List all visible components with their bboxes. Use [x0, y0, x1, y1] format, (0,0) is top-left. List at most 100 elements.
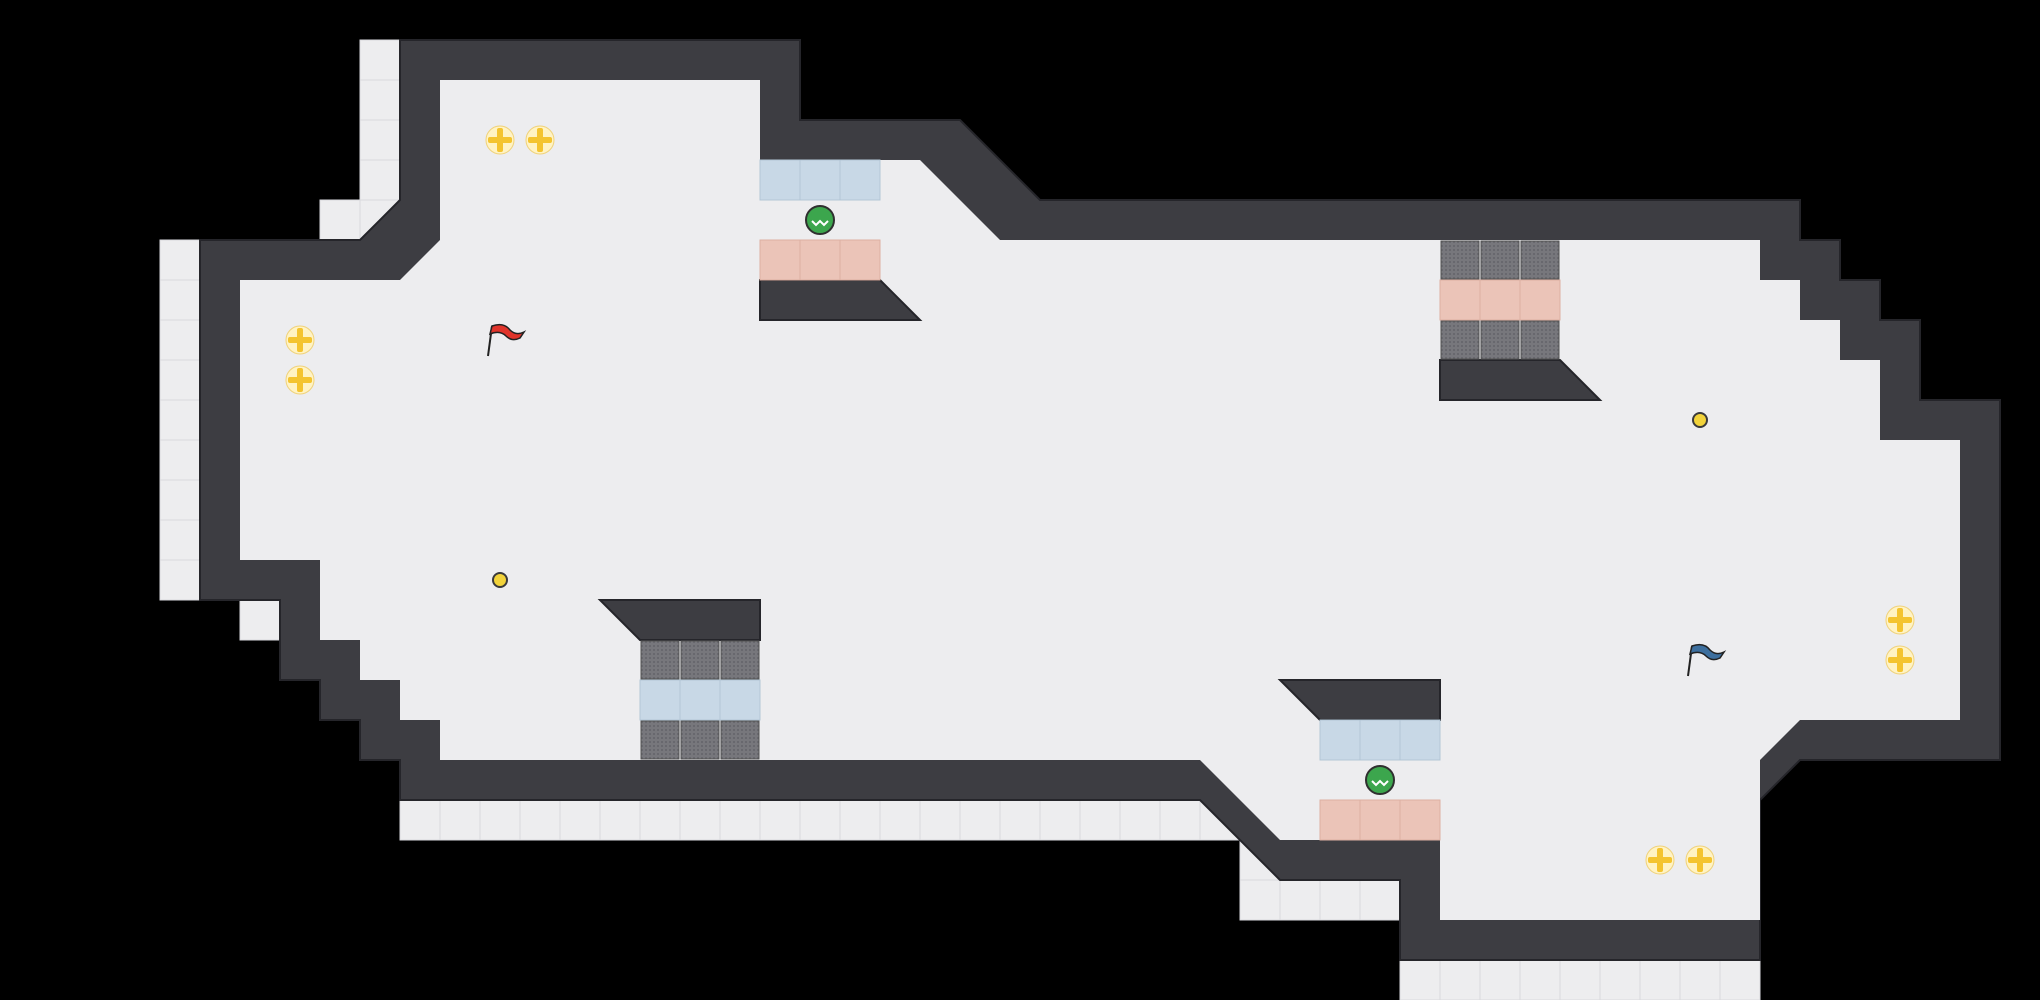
flag-cloth	[488, 323, 527, 341]
red-gate-tile	[1319, 799, 1361, 841]
floor-tile	[1719, 959, 1761, 1000]
red-gate-tile	[1479, 279, 1521, 321]
boost-icon	[1645, 845, 1675, 875]
floor-tile	[759, 799, 801, 841]
floor-tile	[239, 599, 281, 641]
floor-tile	[1159, 799, 1201, 841]
red-gate-tile	[839, 239, 881, 281]
floor-tile	[1479, 959, 1521, 1000]
floor-tile	[159, 519, 201, 561]
floor-tile	[359, 39, 401, 81]
spike-tile	[1440, 240, 1480, 280]
floor-tile	[839, 799, 881, 841]
boost-icon	[485, 125, 515, 155]
blue-flag-icon	[1687, 643, 1727, 677]
floor-tile	[359, 159, 401, 201]
boost-bar-v	[297, 368, 303, 392]
boost-icon	[525, 125, 555, 155]
powerup-dot-icon	[1692, 412, 1708, 428]
blue-gate-tile	[1359, 719, 1401, 761]
blue-gate-tile	[759, 159, 801, 201]
red-gate-tile	[799, 239, 841, 281]
floor-tile	[1359, 879, 1401, 921]
blue-gate-tile	[719, 679, 761, 721]
red-gate-tile	[1519, 279, 1561, 321]
boost-bar-v	[1897, 648, 1903, 672]
blue-gate-tile	[1319, 719, 1361, 761]
blue-gate-tile	[799, 159, 841, 201]
spike-tile	[1520, 240, 1560, 280]
floor-tile	[159, 439, 201, 481]
wall-block	[597, 599, 761, 641]
floor-tile	[1439, 959, 1481, 1000]
floor-tile	[319, 199, 361, 241]
floor-tile	[1279, 879, 1321, 921]
spike-tile	[640, 720, 680, 760]
boost-bar-v	[1697, 848, 1703, 872]
spike-tile	[680, 640, 720, 680]
floor-tile	[519, 799, 561, 841]
spike-tile	[1480, 320, 1520, 360]
floor-tile	[439, 799, 481, 841]
blue-gate-tile	[839, 159, 881, 201]
floor-tile	[159, 279, 201, 321]
tile-layer	[639, 159, 1561, 841]
bomb-zigzag	[811, 219, 829, 227]
wall-block	[1439, 359, 1603, 401]
floor-tile	[1519, 959, 1561, 1000]
floor-tile	[1079, 799, 1121, 841]
floor-tile	[1559, 959, 1601, 1000]
boost-icon	[1685, 845, 1715, 875]
floor-tile	[1599, 959, 1641, 1000]
floor-tile	[159, 359, 201, 401]
spike-tile	[720, 720, 760, 760]
flag-cloth	[1688, 643, 1727, 661]
floor-tile	[359, 119, 401, 161]
floor-tile	[1319, 879, 1361, 921]
floor-tile	[679, 799, 721, 841]
floor-tile	[159, 319, 201, 361]
boost-icon	[1885, 605, 1915, 635]
boost-icon	[1885, 645, 1915, 675]
floor-tile	[999, 799, 1041, 841]
floor-tile	[159, 239, 201, 281]
bomb-zigzag	[1371, 779, 1389, 787]
object-layer	[285, 125, 1915, 875]
floor-tile	[879, 799, 921, 841]
floor-tile	[1039, 799, 1081, 841]
floor-tile	[799, 799, 841, 841]
boost-bar-v	[1657, 848, 1663, 872]
spike-tile	[640, 640, 680, 680]
boost-bar-v	[497, 128, 503, 152]
floor-tile	[599, 799, 641, 841]
boost-bar-v	[1897, 608, 1903, 632]
spike-tile	[1520, 320, 1560, 360]
spike-tile	[1480, 240, 1520, 280]
floor-tile	[1639, 959, 1681, 1000]
blue-gate-tile	[1399, 719, 1441, 761]
floor-tile	[159, 479, 201, 521]
floor-tile	[559, 799, 601, 841]
powerup-dot-icon	[492, 572, 508, 588]
red-flag-icon	[487, 323, 527, 357]
red-gate-tile	[1399, 799, 1441, 841]
boost-icon	[285, 325, 315, 355]
spike-tile	[720, 640, 760, 680]
floor-tile	[639, 799, 681, 841]
floor-tile	[359, 79, 401, 121]
spike-tile	[680, 720, 720, 760]
bomb-icon	[1365, 765, 1395, 795]
floor-tile	[719, 799, 761, 841]
floor-tile	[479, 799, 521, 841]
boost-bar-v	[537, 128, 543, 152]
floor-tile	[1679, 959, 1721, 1000]
red-gate-tile	[1439, 279, 1481, 321]
blue-gate-tile	[679, 679, 721, 721]
floor-tile	[1119, 799, 1161, 841]
boost-icon	[285, 365, 315, 395]
floor-tile	[1239, 879, 1281, 921]
floor-tile	[1399, 959, 1441, 1000]
floor-tile	[919, 799, 961, 841]
red-gate-tile	[759, 239, 801, 281]
